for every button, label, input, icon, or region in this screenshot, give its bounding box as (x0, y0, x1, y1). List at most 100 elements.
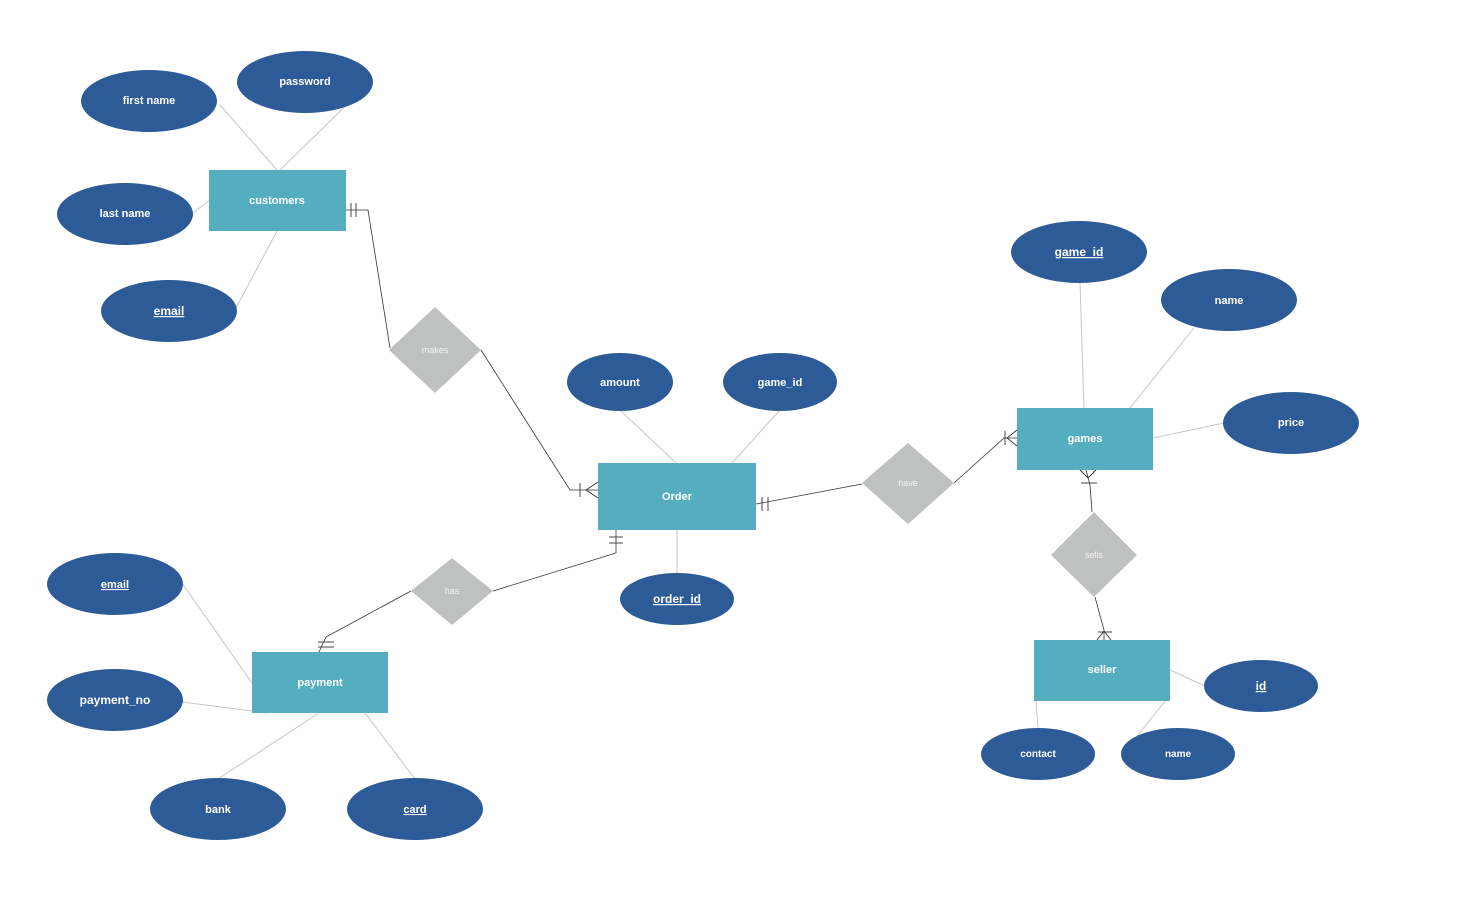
relationship-diamond (411, 558, 493, 625)
relationship-diamond (862, 443, 954, 524)
attribute-label: amount (600, 377, 640, 389)
attribute-ellipse (723, 353, 837, 411)
relationship-have[interactable]: have (862, 443, 954, 524)
attribute-label: contact (1020, 749, 1056, 760)
relationship-makes[interactable]: makes (389, 307, 481, 393)
attribute-ellipse (1011, 221, 1147, 283)
attribute-ellipse (47, 669, 183, 731)
attribute-price[interactable]: price (1223, 392, 1359, 454)
entity-label: seller (1088, 664, 1117, 676)
entity-order[interactable]: Order (598, 463, 756, 530)
attribute-amount[interactable]: amount (567, 353, 673, 411)
attribute-password[interactable]: password (237, 51, 373, 113)
line-has-payment (318, 590, 412, 653)
attribute-payment-email-key[interactable]: email (47, 553, 183, 615)
connector-customers-email (235, 230, 278, 309)
connector-order-game-id (731, 409, 781, 464)
connector-customers-last-name (192, 199, 211, 214)
connector-games-name (1129, 327, 1195, 409)
attribute-order-game-id[interactable]: game_id (723, 353, 837, 411)
attribute-payment-no[interactable]: payment_no (47, 669, 183, 731)
attribute-label: price (1278, 417, 1304, 429)
relationship-has[interactable]: has (411, 558, 493, 625)
entity-seller[interactable]: seller (1034, 640, 1170, 701)
connector-seller-id (1169, 669, 1206, 687)
attribute-connectors (181, 81, 1225, 780)
entity-box (1034, 640, 1170, 701)
relationship-label: makes (422, 345, 449, 355)
key-attribute-label: order_id (653, 592, 701, 606)
entity-box (1017, 408, 1153, 470)
cardinality-crowfoot-mark (585, 481, 599, 499)
attribute-order-id-key[interactable]: order_id (620, 573, 734, 625)
entity-label: games (1068, 433, 1103, 445)
connector-payment-card (364, 712, 416, 780)
attribute-ellipse (1161, 269, 1297, 331)
attribute-contact[interactable]: contact (981, 728, 1095, 780)
key-attribute-label: email (101, 579, 129, 591)
connector-order-amount (619, 409, 677, 464)
entity-games[interactable]: games (1017, 408, 1153, 470)
line-games-sells (1085, 469, 1093, 513)
key-attribute-label: game_id (1055, 245, 1104, 259)
entity-box (598, 463, 756, 530)
attribute-label: last name (100, 208, 151, 220)
line-customers-makes (346, 209, 391, 349)
cardinality-crowfoot-mark (1096, 630, 1112, 641)
attribute-label: game_id (758, 377, 803, 389)
attribute-ellipse (347, 778, 483, 840)
attribute-bank[interactable]: bank (150, 778, 286, 840)
line-sells-seller (1094, 596, 1105, 640)
connector-games-price (1152, 422, 1225, 439)
attribute-ellipse (1121, 728, 1235, 780)
relationship-diamond (1051, 512, 1137, 597)
relationship-sells[interactable]: sells (1051, 512, 1137, 597)
entity-label: Order (662, 491, 693, 503)
attribute-ellipse (101, 280, 237, 342)
entity-box (252, 652, 388, 713)
line-order-has (492, 530, 617, 592)
attribute-ellipse (1223, 392, 1359, 454)
cardinality-marks (318, 203, 1112, 648)
attribute-ellipse (81, 70, 217, 132)
key-attribute-label: email (154, 304, 185, 318)
attribute-ellipse (981, 728, 1095, 780)
entity-box (209, 170, 346, 231)
line-order-have (755, 483, 863, 505)
connector-payment-bank (217, 712, 320, 780)
line-makes-order (480, 349, 598, 491)
entity-label: payment (297, 677, 343, 689)
relationship-diamond (389, 307, 481, 393)
connector-customers-first-name (219, 104, 278, 171)
relationship-label: sells (1085, 550, 1104, 560)
attribute-first-name[interactable]: first name (81, 70, 217, 132)
attribute-games-name[interactable]: name (1161, 269, 1297, 331)
attribute-card-key[interactable]: card (347, 778, 483, 840)
entity-customers[interactable]: customers (209, 170, 346, 231)
line-have-games (953, 437, 1017, 484)
attribute-ellipse (57, 183, 193, 245)
attribute-label: name (1215, 295, 1244, 307)
key-attribute-label: card (403, 804, 426, 816)
key-attribute-label: id (1256, 679, 1267, 693)
relationship-label: have (898, 478, 918, 488)
attribute-email-key[interactable]: email (101, 280, 237, 342)
entity-payment[interactable]: payment (252, 652, 388, 713)
attribute-seller-name[interactable]: name (1121, 728, 1235, 780)
cardinality-crowfoot-mark (1079, 469, 1097, 479)
attribute-label: bank (205, 804, 232, 816)
cardinality-crowfoot-mark (1006, 429, 1018, 447)
attribute-ellipse (237, 51, 373, 113)
relationship-label: has (445, 586, 460, 596)
attribute-ellipse (620, 573, 734, 625)
attribute-ellipse (1204, 660, 1318, 712)
attribute-seller-id-key[interactable]: id (1204, 660, 1318, 712)
attribute-game-id-key[interactable]: game_id (1011, 221, 1147, 283)
connector-payment-email (181, 582, 253, 684)
attribute-ellipse (567, 353, 673, 411)
connector-games-game-id (1079, 281, 1085, 409)
attribute-label: password (279, 76, 330, 88)
connector-seller-contact (1035, 700, 1039, 729)
attribute-last-name[interactable]: last name (57, 183, 193, 245)
